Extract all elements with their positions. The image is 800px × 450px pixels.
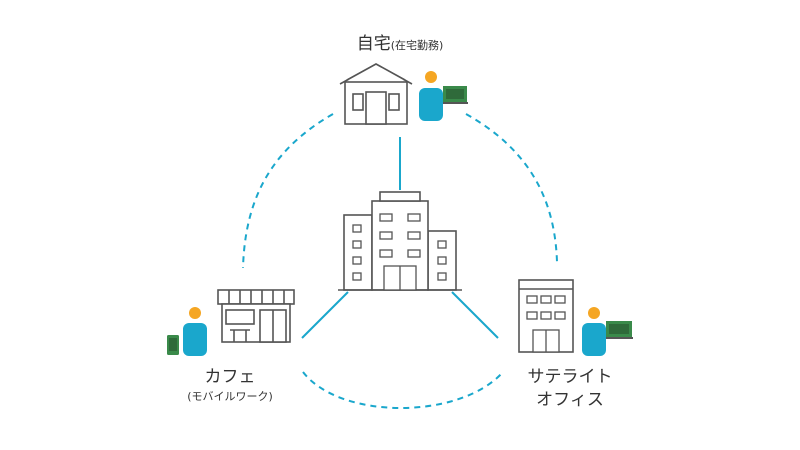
home-label: 自宅(在宅勤務) (300, 29, 500, 54)
cafe-worker (167, 307, 207, 356)
cafe-title: カフェ (204, 367, 256, 387)
home-worker (419, 71, 468, 121)
satellite-title-line1: サテライト (527, 367, 613, 387)
dashed-arc-home-cafe (242, 113, 334, 269)
person-body-icon (419, 88, 443, 121)
person-body-icon (582, 323, 606, 356)
cafe-label: カフェ (モバイルワーク) (160, 366, 300, 406)
connector-satellite-hq (451, 291, 499, 339)
person-head-icon (189, 307, 201, 319)
satellite-worker (582, 307, 633, 356)
person-head-icon (588, 307, 600, 319)
smartphone-icon (167, 335, 179, 355)
office-building-icon (338, 191, 462, 291)
house-icon (339, 63, 413, 125)
laptop-icon (606, 321, 633, 339)
small-office-building-icon (518, 279, 574, 353)
laptop-icon (443, 86, 468, 104)
cafe-subtitle: (モバイルワーク) (187, 390, 273, 403)
home-subtitle: (在宅勤務) (390, 39, 444, 52)
dashed-ring (242, 113, 558, 409)
home-title: 自宅 (356, 34, 391, 54)
solid-connectors (301, 137, 499, 339)
storefront-icon (217, 289, 295, 343)
satellite-title-line2: オフィス (536, 390, 604, 410)
person-body-icon (183, 323, 207, 356)
satellite-label: サテライト オフィス (490, 366, 650, 412)
dashed-arc-home-satellite (465, 113, 558, 263)
person-head-icon (425, 71, 437, 83)
connector-cafe-hq (301, 291, 349, 339)
dashed-arc-cafe-satellite (302, 371, 504, 409)
